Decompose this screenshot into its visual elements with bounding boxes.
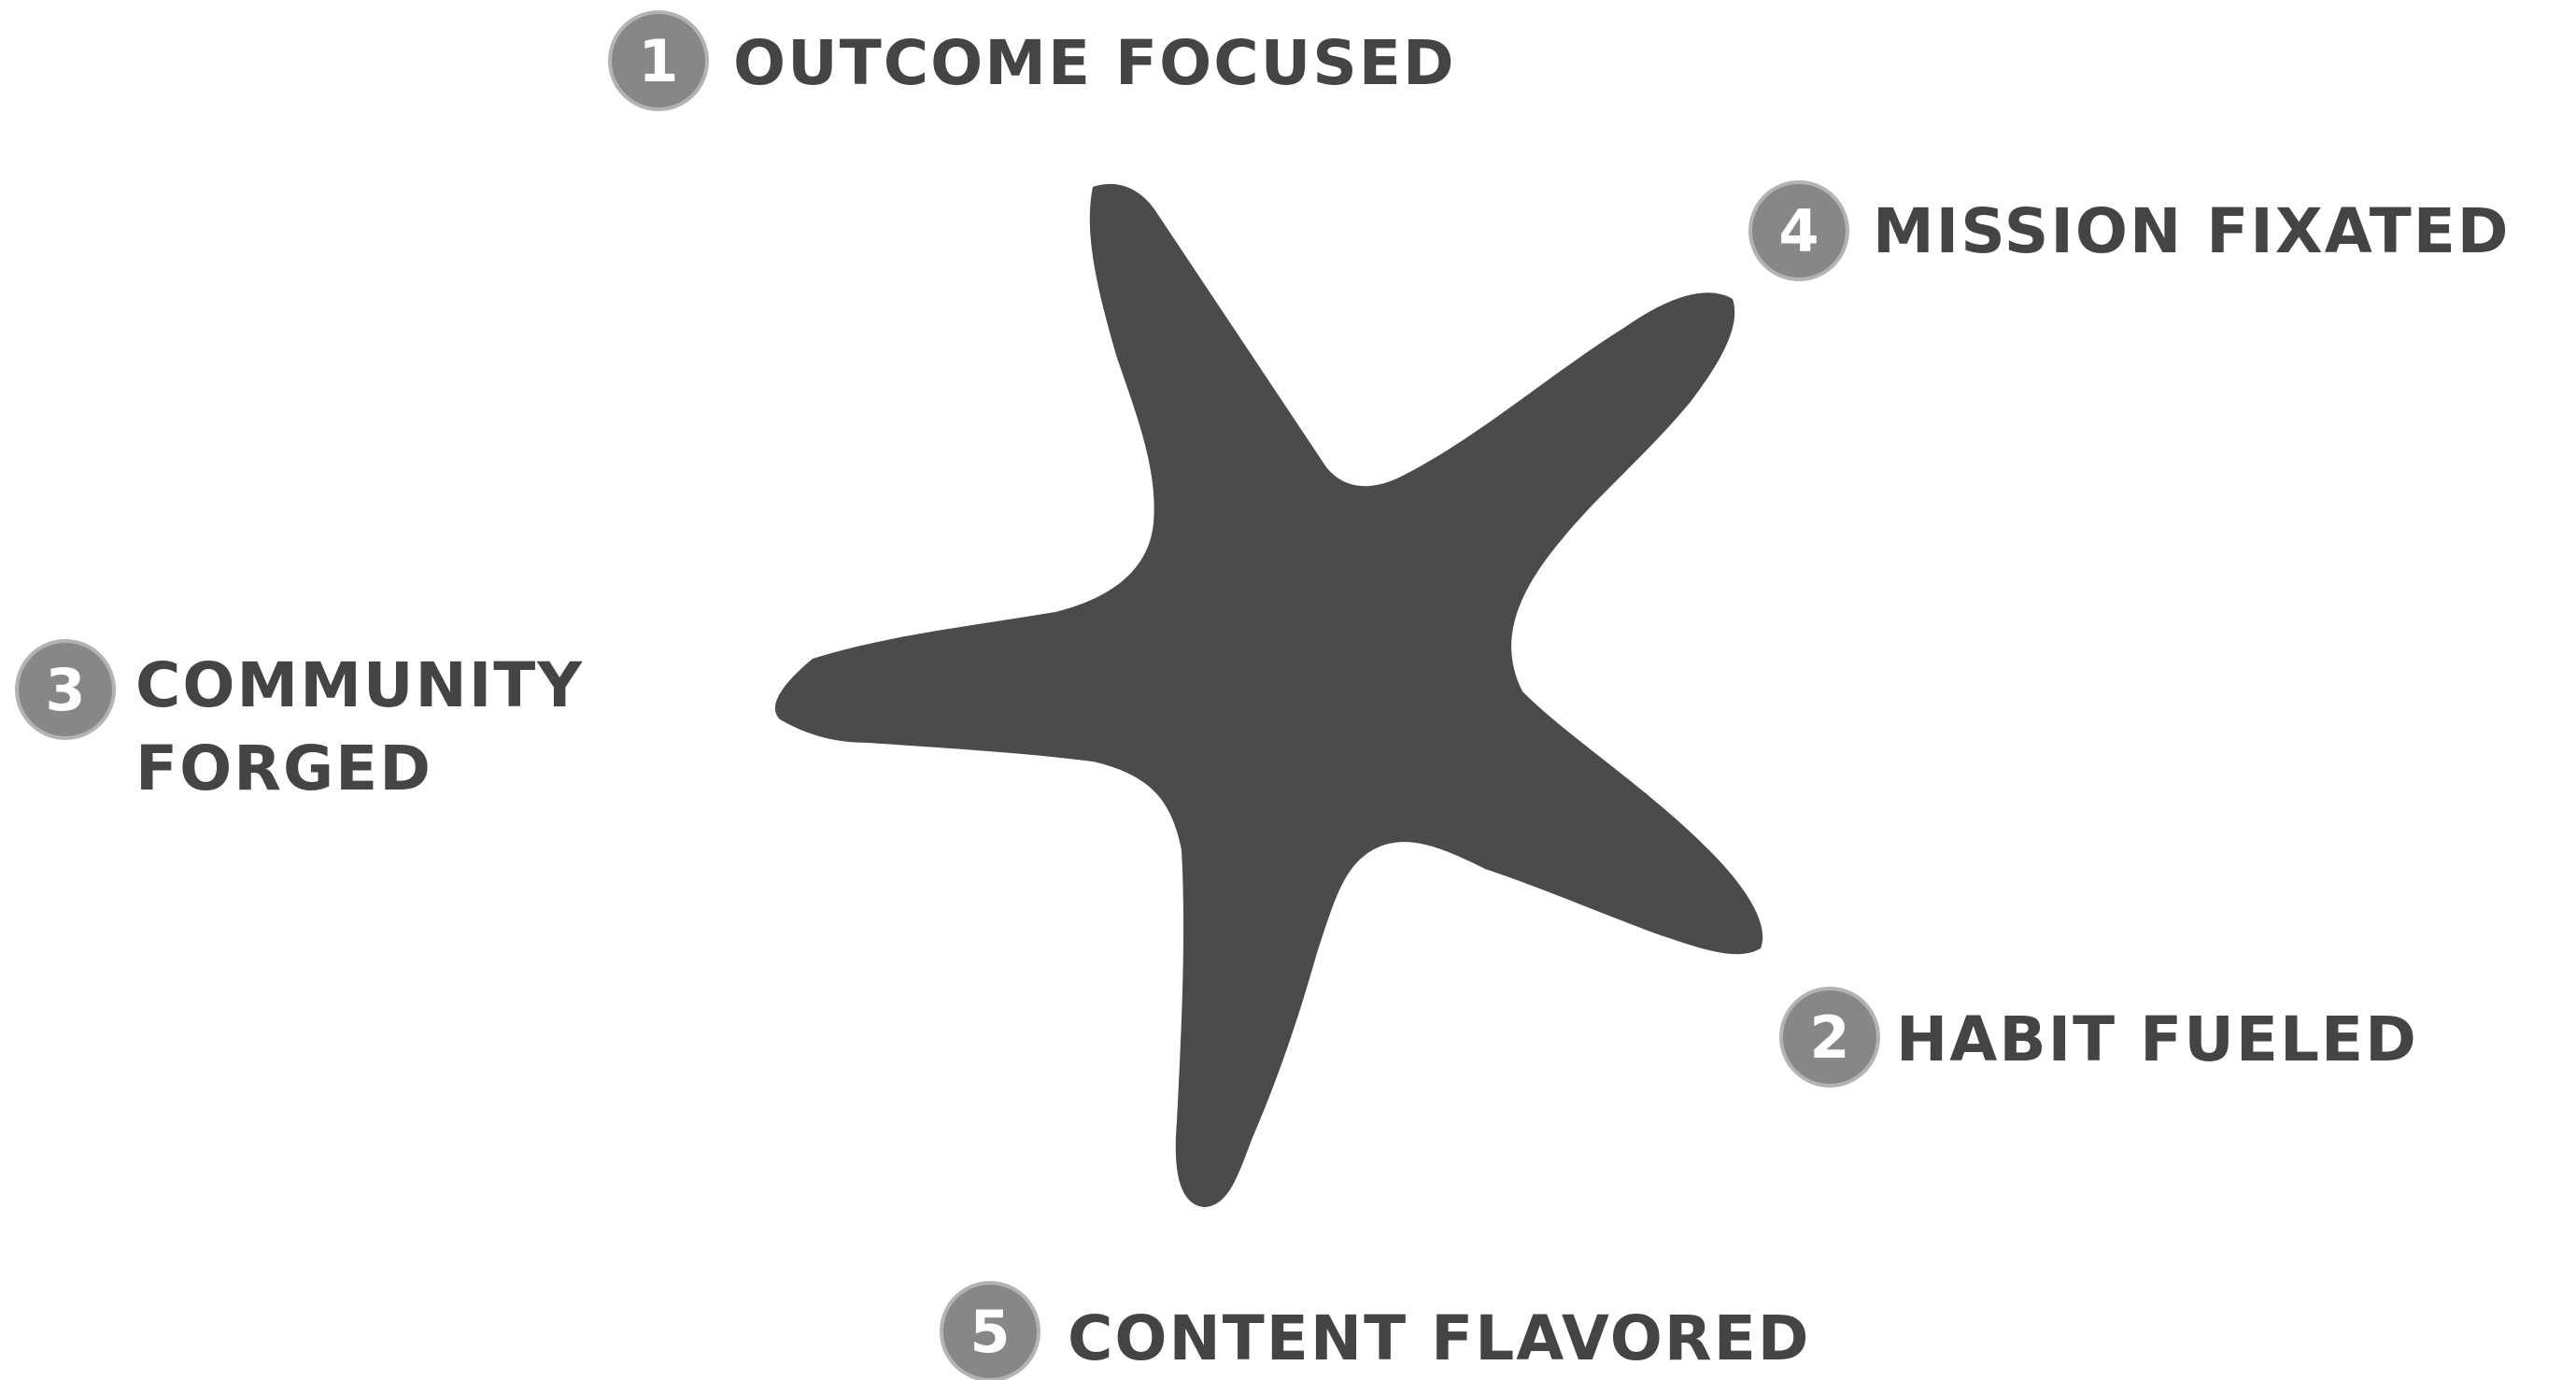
item-label-habit-fueled: HABIT FUELED: [1896, 1003, 2418, 1075]
number-badge-2: [1779, 987, 1880, 1088]
badge-number-4: 4: [1778, 197, 1819, 265]
number-badge-5: [940, 1281, 1040, 1380]
number-badge-1: [608, 10, 709, 111]
badge-number-3: 3: [45, 656, 85, 724]
item-label-mission-fixated: MISSION FIXATED: [1873, 195, 2511, 267]
item-content-flavored: 5 CONTENT FLAVORED: [940, 1281, 1811, 1380]
item-label-community: COMMUNITY: [135, 649, 584, 721]
number-badge-3: [15, 639, 116, 740]
badge-number-5: 5: [970, 1298, 1010, 1366]
starfish-shape: [774, 183, 1763, 1208]
item-mission-fixated: 4 MISSION FIXATED: [1748, 180, 2511, 281]
badge-number-1: 1: [638, 27, 678, 95]
item-label-content-flavored: CONTENT FLAVORED: [1068, 1302, 1811, 1374]
item-label-forged: FORGED: [135, 733, 432, 804]
item-habit-fueled: 2 HABIT FUELED: [1779, 987, 2418, 1088]
item-label-outcome-focused: OUTCOME FOCUSED: [733, 27, 1456, 99]
number-badge-4: [1748, 180, 1849, 281]
item-community-forged: 3 COMMUNITY FORGED: [15, 639, 584, 804]
item-outcome-focused: 1 OUTCOME FOCUSED: [608, 10, 1456, 111]
badge-number-2: 2: [1809, 1003, 1849, 1072]
